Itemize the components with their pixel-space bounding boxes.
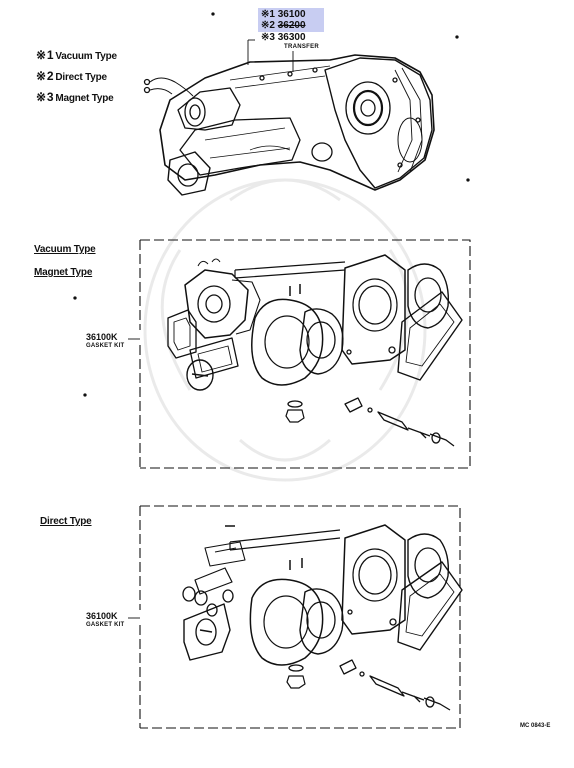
- legend-num-1: 1: [46, 48, 54, 62]
- section2-label-direct: Direct Type: [40, 516, 92, 527]
- section1-exploded-parts: [167, 254, 463, 447]
- part-number-3[interactable]: ※3 36300: [261, 33, 306, 43]
- section2-kit-name: GASKET KIT: [86, 622, 125, 628]
- legend-num-3: 3: [46, 90, 54, 104]
- part-mark-3: ※3: [261, 32, 275, 43]
- diagram-code: MC 0843-E: [520, 723, 551, 729]
- part-number-highlight: [258, 8, 324, 32]
- part-mark-2: ※2: [261, 20, 275, 31]
- part-code-2: 36200: [277, 20, 306, 31]
- section1-kit-code: 36100K: [86, 332, 118, 342]
- section2-gasket-kit[interactable]: 36100K GASKET KIT: [86, 612, 124, 630]
- legend-label-1: Vacuum Type: [55, 51, 117, 62]
- section1-label-magnet: Magnet Type: [34, 267, 93, 278]
- part-number-2[interactable]: ※2 36200: [261, 21, 306, 31]
- legend-mark-1: ※: [36, 48, 46, 62]
- part-code-3: 36300: [277, 32, 306, 43]
- section2-exploded-parts: [182, 524, 463, 711]
- transfer-label: TRANSFER: [284, 44, 320, 50]
- watermark-icon: [143, 178, 427, 482]
- section1-gasket-kit[interactable]: 36100K GASKET KIT: [86, 333, 124, 351]
- section2-frame: [139, 505, 461, 729]
- legend-mark-3: ※: [36, 90, 46, 104]
- transfer-assembly-illustration: [143, 54, 435, 196]
- section1-frame: [139, 239, 471, 469]
- section1-kit-name: GASKET KIT: [86, 343, 125, 349]
- part-mark-1: ※1: [261, 9, 275, 20]
- section2-kit-code: 36100K: [86, 611, 118, 621]
- section1-label-vacuum: Vacuum Type: [34, 244, 96, 255]
- part-code-1: 36100: [277, 9, 306, 20]
- legend-mark-2: ※: [36, 69, 46, 83]
- part-number-1[interactable]: ※1 36100: [261, 10, 306, 20]
- legend-num-2: 2: [46, 69, 54, 83]
- legend-label-3: Magnet Type: [55, 93, 114, 104]
- legend-label-2: Direct Type: [55, 72, 107, 83]
